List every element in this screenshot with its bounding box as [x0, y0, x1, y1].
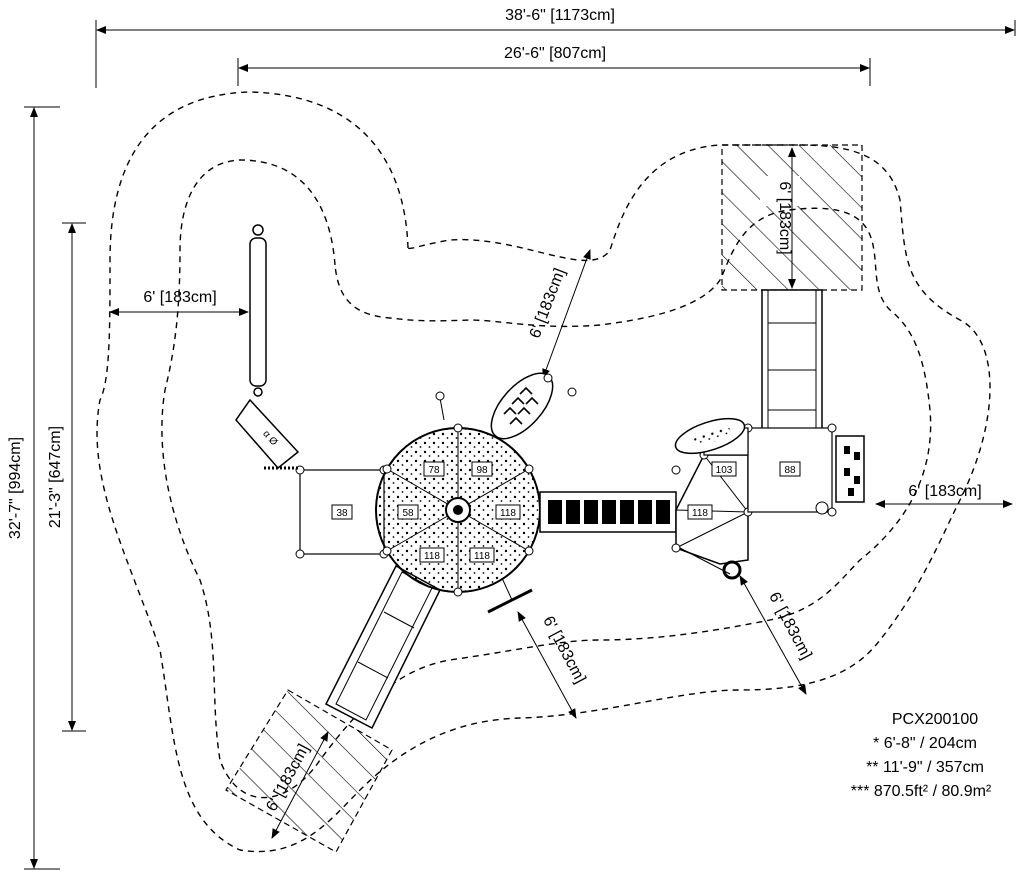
clearance-left-label: 6' [183cm]: [143, 289, 216, 306]
clearance-right-label: 6' [183cm]: [908, 483, 981, 500]
hex-tower: 78 98 58 118 118 118: [375, 391, 541, 597]
height-total: ** 11'-9" / 357cm: [866, 759, 984, 776]
deck-118-label-a: 118: [500, 508, 516, 519]
clearance-bottom-center-line: [517, 611, 577, 719]
clearance-bottom-left-line: [271, 731, 329, 839]
step-bar: [487, 577, 533, 614]
clearance-bottom-right-label: 6' [183cm]: [765, 590, 814, 663]
clearance-bottom-right-line: [739, 575, 807, 695]
bottom-left-slide: [324, 564, 441, 730]
clearance-top-right-label: 6' [183cm]: [776, 181, 793, 254]
side-climber: [815, 435, 865, 515]
clearance-top-diag-line: [542, 249, 591, 379]
deck-88-label: 88: [784, 465, 796, 476]
deck-118-label-c: 118: [474, 551, 490, 562]
inner-width-label: 26'-6" [807cm]: [504, 45, 606, 62]
steering-wheel: [679, 547, 742, 580]
deck-38-label: 38: [336, 508, 348, 519]
tic-tac-toe-panel: α Ø: [235, 398, 300, 470]
bridge: [539, 491, 677, 533]
deck-118-label-d: 118: [692, 508, 708, 519]
clearance-bottom-center-label: 6' [183cm]: [539, 614, 588, 687]
horizontal-ladder: [249, 224, 267, 397]
area-info: *** 870.5ft² / 80.9m²: [851, 783, 992, 800]
top-right-slide: [761, 289, 823, 431]
deck-103-label: 103: [716, 465, 733, 476]
canopy: [674, 417, 746, 455]
clearance-top-diag-label: 6' [183cm]: [527, 266, 569, 341]
overall-height-label: 32'-7" [994cm]: [7, 437, 24, 539]
inner-height-label: 21'-3" [647cm]: [47, 426, 64, 528]
right-tower: 103 88 118: [671, 423, 837, 565]
deck-58-label: 58: [402, 508, 414, 519]
inner-use-zone: [161, 159, 932, 799]
model-number: PCX200100: [892, 711, 978, 728]
climbing-panel: [490, 372, 577, 440]
height-deck: * 6'-8" / 204cm: [873, 735, 977, 752]
deck-98-label: 98: [476, 465, 488, 476]
deck-38: 38: [264, 465, 389, 559]
overall-width-label: 38'-6" [1173cm]: [505, 7, 615, 24]
deck-118-label-b: 118: [424, 551, 440, 562]
deck-78-label: 78: [428, 465, 440, 476]
